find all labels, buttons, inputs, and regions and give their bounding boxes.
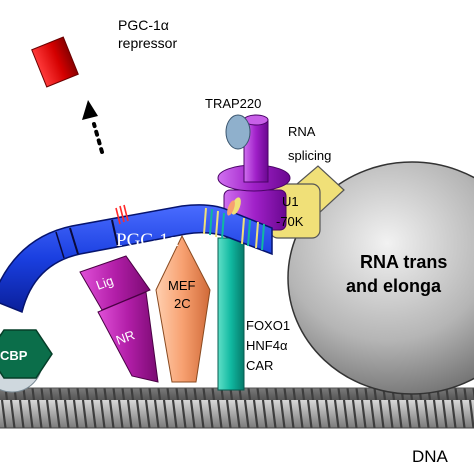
mef2c-shape: [155, 234, 211, 383]
pgc1a-label: PGC-1α: [116, 230, 179, 251]
release-arrow: [82, 100, 104, 154]
lig-label: Lig: [94, 273, 115, 293]
mef2c-label-line1: MEF: [168, 278, 196, 293]
mef2c-label-line2: 2C: [174, 296, 191, 311]
nr-label: NR: [114, 327, 137, 348]
u1-label-line1: U1: [282, 194, 299, 209]
rna-polymerase: [287, 161, 474, 395]
rna-splicing-label-line2: splicing: [288, 148, 331, 163]
foxo1-hnf4a-car-pillar: [217, 237, 245, 391]
rna-splicing-label-line1: RNA: [288, 124, 316, 139]
dna-label: DNA: [412, 447, 449, 466]
dna-strand: [0, 387, 474, 429]
cbp-label: CBP: [0, 348, 28, 363]
cbp-hexagon: [0, 329, 53, 379]
repressor-label-line1: PGC-1α: [118, 17, 169, 33]
nuclear-receptor-shape: [79, 255, 159, 383]
rna-pol-label-line1: RNA trans: [360, 252, 447, 272]
hnf4a-label: HNF4α: [246, 338, 288, 353]
repressor-label-line2: repressor: [118, 35, 177, 51]
rna-pol-label-line2: and elonga: [346, 276, 442, 296]
pgc1a-repressor-box: [31, 36, 79, 88]
trap220-label: TRAP220: [205, 96, 261, 111]
car-label: CAR: [246, 358, 273, 373]
u1-label-line2: -70K: [276, 214, 304, 229]
pgc1a-coactivator: [0, 197, 273, 314]
foxo1-label: FOXO1: [246, 318, 290, 333]
